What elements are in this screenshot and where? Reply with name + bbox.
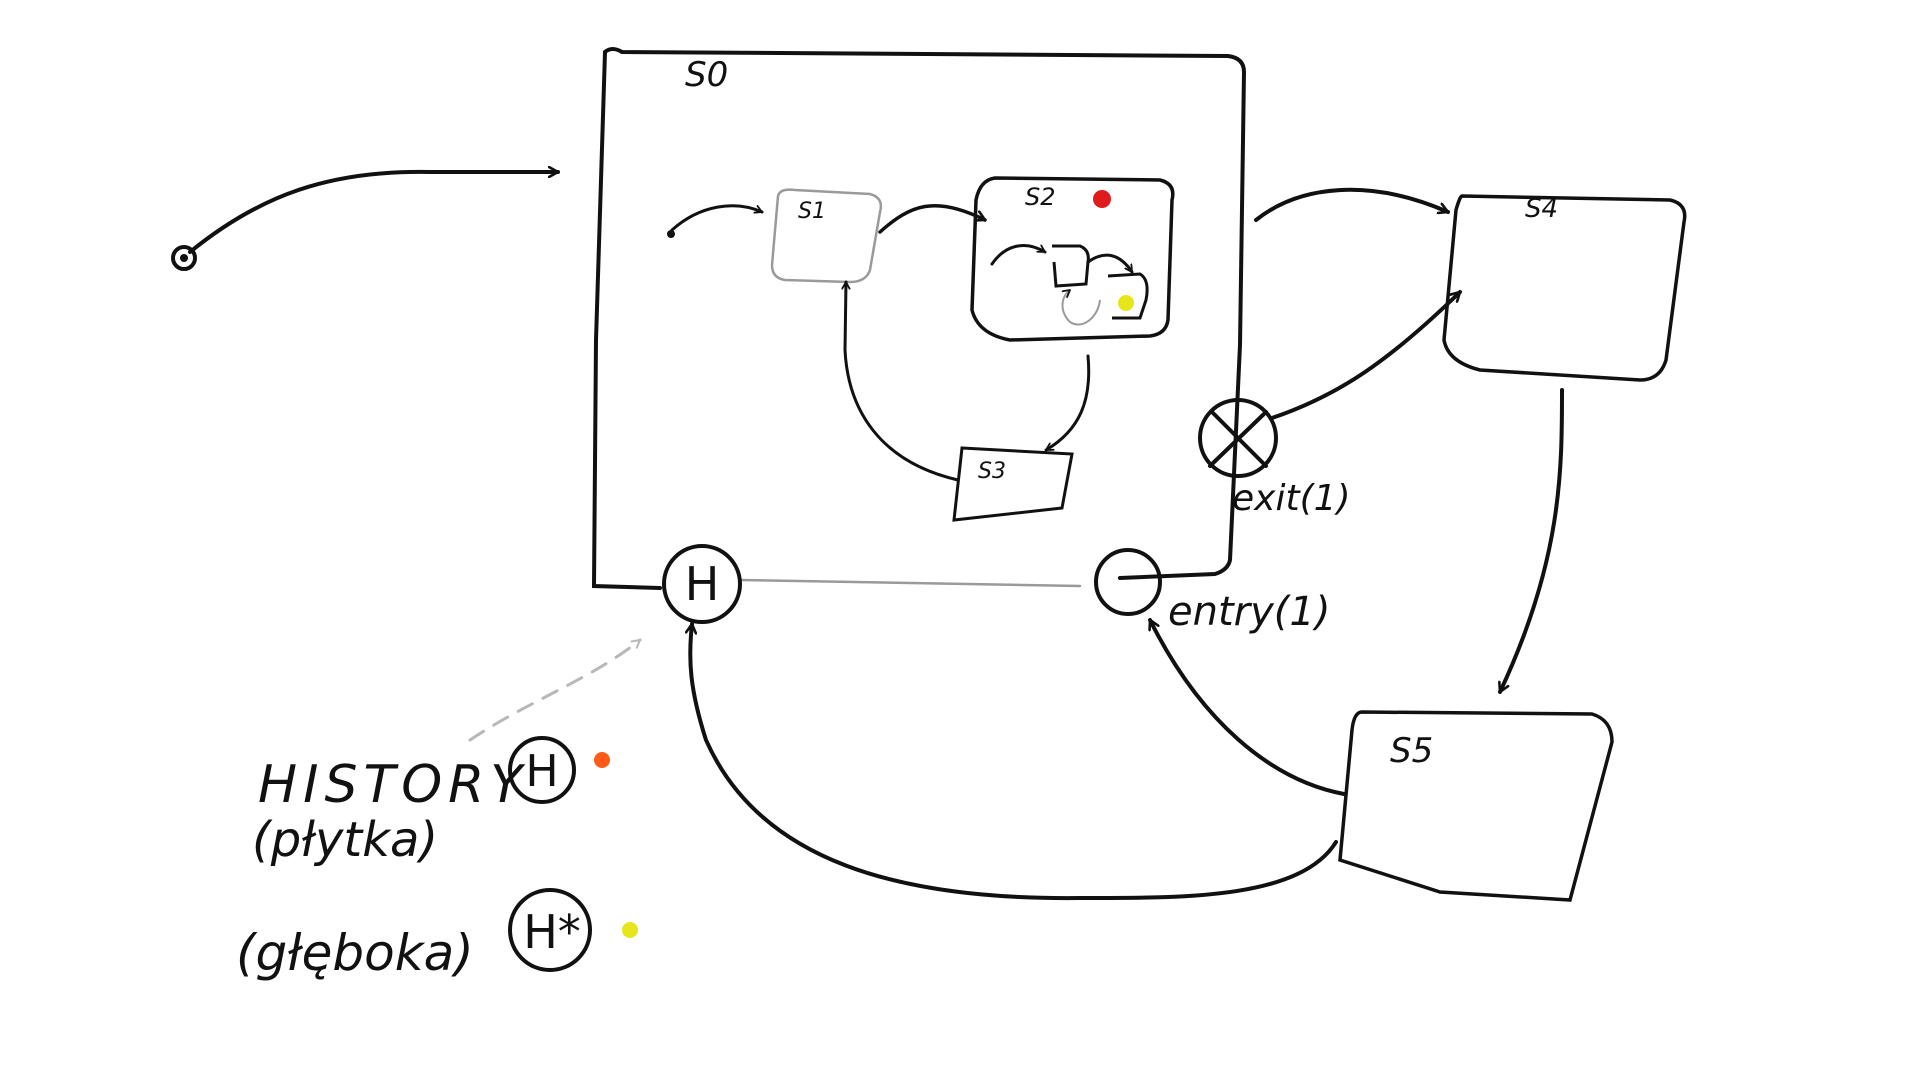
state-s5-box <box>1338 710 1614 902</box>
transition-s2-s3 <box>1044 354 1091 452</box>
legend-history-title: HISTORY <box>258 755 528 815</box>
state-s4-label: S4 <box>1525 194 1558 224</box>
state-s0-border-left <box>591 50 662 590</box>
exit-point-icon <box>1198 398 1278 478</box>
state-s1-label: S1 <box>798 199 826 224</box>
transition-s3-s1 <box>845 280 960 482</box>
state-s2-box <box>970 176 1175 342</box>
state-s1-box <box>770 188 883 284</box>
legend-deep-history-label: (głęboka) <box>236 924 474 982</box>
yellow-marker-icon <box>1118 295 1134 311</box>
s2-inner-state-a <box>1052 244 1090 288</box>
state-s0-border <box>603 47 1247 580</box>
s2-inner-initial-arrow <box>990 244 1047 266</box>
state-s5: S5 <box>1338 710 1614 902</box>
transition-s5-history <box>690 622 1338 901</box>
s2-inner-loop <box>1063 290 1101 326</box>
state-s5-label: S5 <box>1390 731 1433 771</box>
state-s2: S2 <box>970 176 1175 342</box>
history-symbol: H <box>685 557 720 611</box>
state-s0: S0 <box>591 47 1247 590</box>
transition-s5-entry <box>1148 618 1346 796</box>
inner-initial-arrow <box>670 204 764 232</box>
state-s0-label: S0 <box>685 55 728 95</box>
yellow-legend-marker-icon <box>622 922 638 938</box>
state-s0-border-bottom <box>738 578 1082 588</box>
entry-point: entry(1) <box>1094 548 1330 635</box>
history-icon <box>662 544 742 624</box>
state-s4-box <box>1442 194 1687 382</box>
legend-history-symbol: H <box>525 746 558 797</box>
state-s3: S3 <box>952 446 1074 522</box>
entry-point-icon <box>1094 548 1162 616</box>
legend-deep-history-icon <box>508 888 592 972</box>
entry-point-label: entry(1) <box>1168 589 1330 635</box>
state-s3-label: S3 <box>978 459 1006 484</box>
state-s3-box <box>952 446 1074 522</box>
state-s2-label: S2 <box>1025 183 1056 211</box>
legend-history-icon <box>508 736 576 804</box>
exit-point-label: exit(1) <box>1232 478 1351 519</box>
legend-pointer-arrow <box>468 638 642 742</box>
initial-transition-arrow <box>188 172 560 254</box>
state-s4: S4 <box>1442 194 1687 382</box>
initial-pseudostate <box>171 245 197 271</box>
legend-history-subtitle: (płytka) <box>252 812 438 868</box>
transition-s1-s2 <box>878 203 987 234</box>
s2-inner-transition <box>1086 253 1134 274</box>
exit-point: exit(1) <box>1198 398 1351 519</box>
history-pseudostate: H <box>662 544 742 624</box>
initial-dot-icon <box>171 245 197 271</box>
s2-inner-state-b <box>1107 272 1149 320</box>
transition-s4-s5 <box>1500 388 1564 694</box>
legend-deep-history-symbol: H* <box>523 905 581 959</box>
orange-marker-icon <box>594 752 610 768</box>
transition-exit-s4 <box>1270 290 1462 420</box>
transition-s0-s4 <box>1254 187 1450 222</box>
legend: HISTORY (płytka) H (głęboka) H* <box>236 736 638 982</box>
state-s1: S1 <box>770 188 883 284</box>
inner-initial-dot-icon <box>667 230 675 238</box>
red-marker-icon <box>1093 190 1111 208</box>
